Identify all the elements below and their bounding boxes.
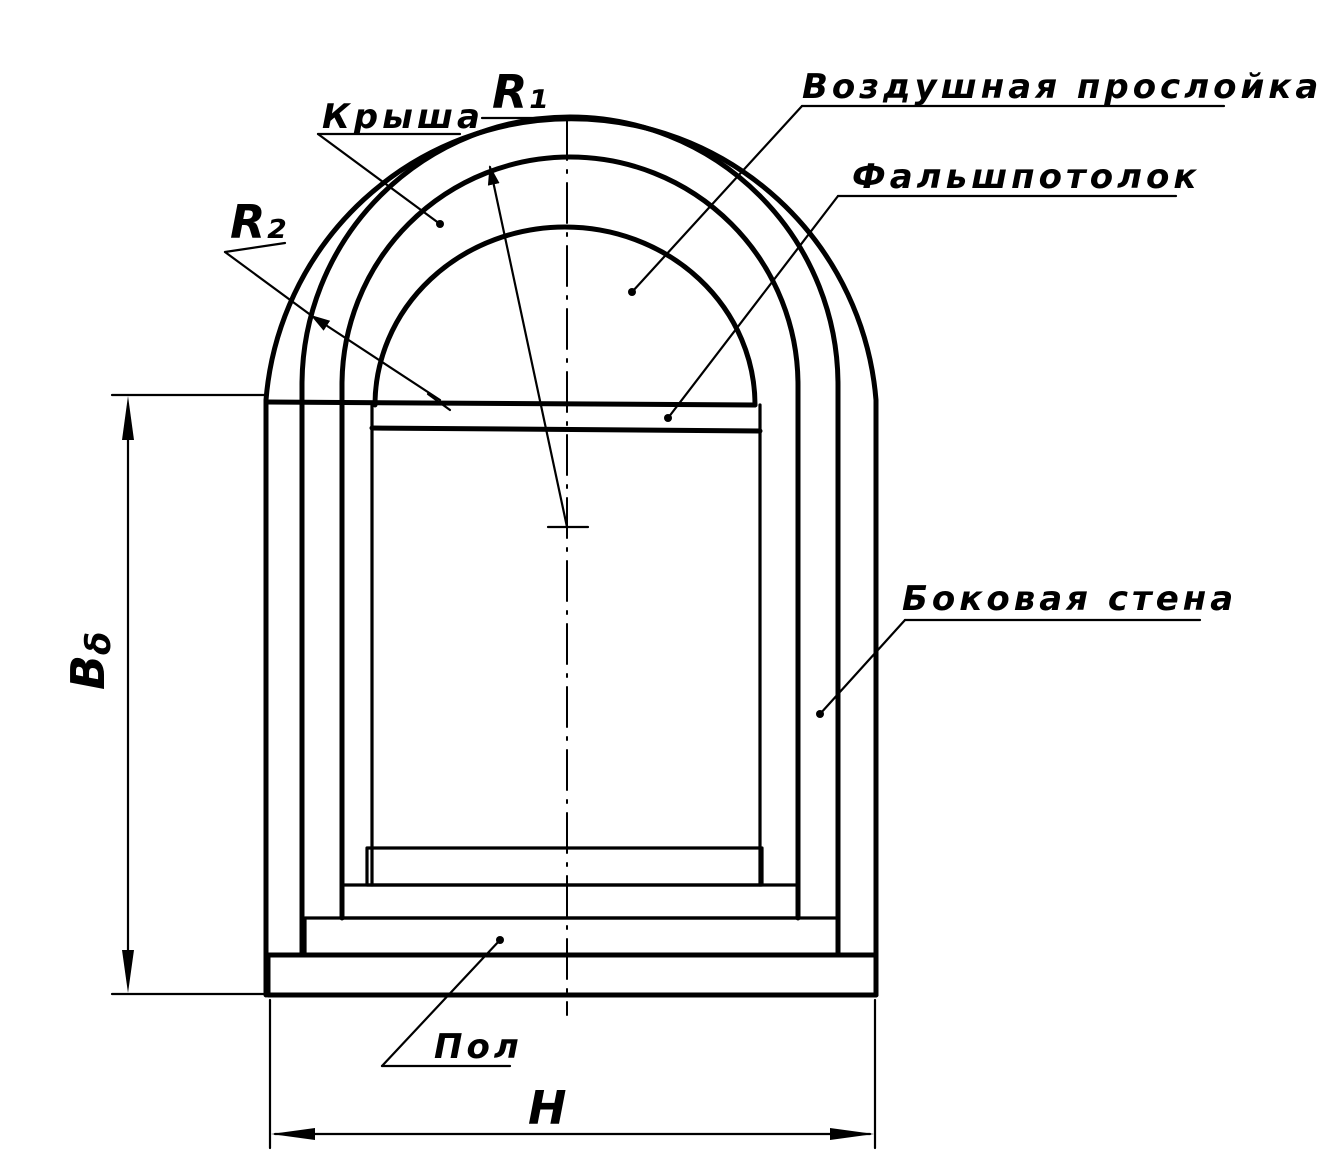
floor-layers (265, 846, 879, 998)
air-gap-contour (339, 154, 801, 921)
air-gap-callout (628, 104, 1226, 296)
height-dimension-label: Bδ (61, 632, 119, 690)
floor-callout (380, 936, 512, 1068)
side-wall-callout (816, 618, 1202, 718)
radius-1-label: R₁ (492, 65, 548, 119)
floor-label: Пол (434, 1027, 523, 1067)
roof-label: Крыша (322, 97, 484, 137)
false-ceiling-callout (664, 194, 1178, 422)
air-gap-label: Воздушная прослойка (802, 67, 1322, 107)
radius-2-label: R₂ (230, 195, 286, 249)
roof-outer-contour (263, 116, 879, 998)
width-dimension-label: H (528, 1081, 567, 1135)
roof-callout (316, 132, 462, 228)
width-dimension (268, 998, 877, 1150)
height-dimension (110, 393, 268, 996)
false-ceiling-contour (372, 224, 758, 408)
height-dimension-label-group: Bδ (61, 632, 119, 690)
radius-1-leader (480, 116, 569, 529)
false-ceiling-label: Фальшпотолок (852, 157, 1200, 197)
center-axis (546, 119, 590, 1016)
side-wall-label: Боковая стена (902, 579, 1237, 619)
ceiling-panel (263, 399, 763, 887)
radius-2-leader (223, 241, 452, 412)
roof-inner-contour (299, 114, 841, 958)
